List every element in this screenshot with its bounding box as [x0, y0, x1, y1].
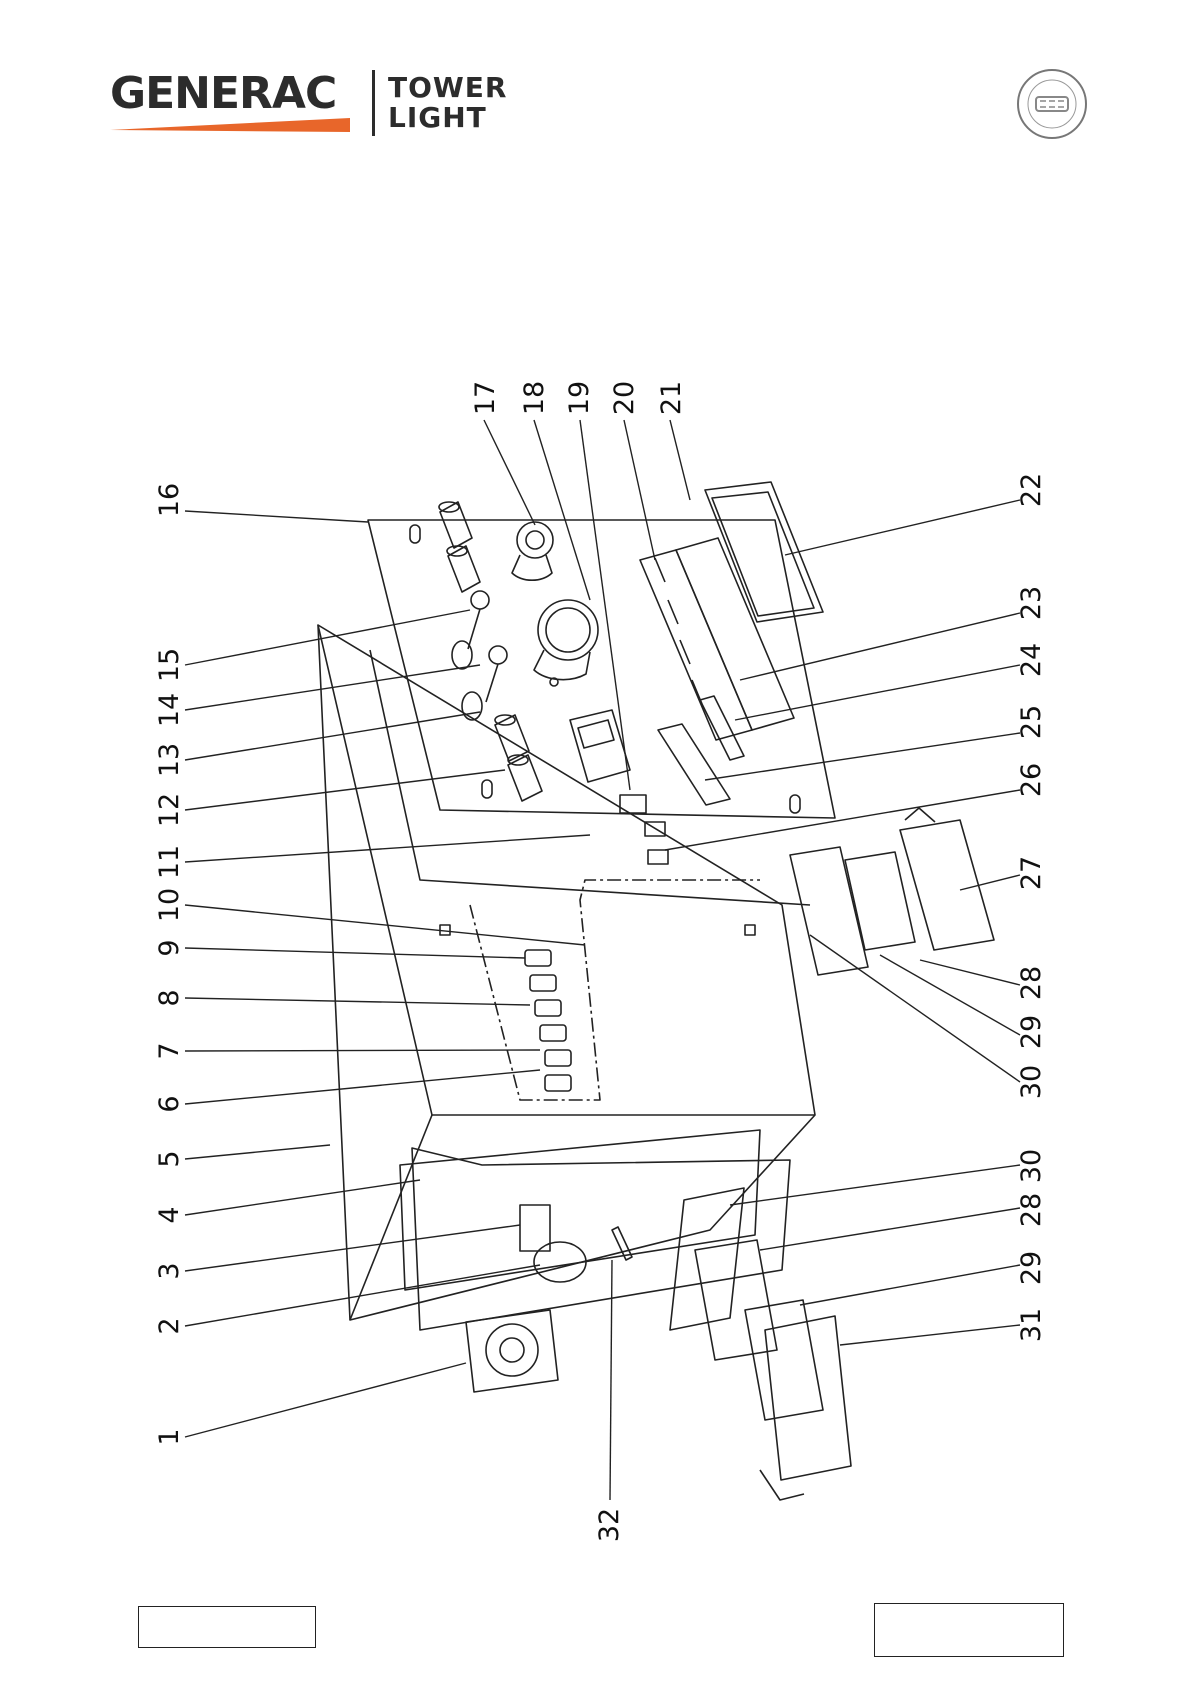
breaker-cover	[705, 482, 823, 622]
power-socket	[466, 1310, 558, 1392]
part-number: 25	[1016, 705, 1047, 739]
part-number: 4	[154, 1206, 185, 1223]
part-number: 31	[1016, 1308, 1047, 1342]
part-number: 20	[609, 381, 640, 415]
key-switch	[512, 522, 553, 580]
part-number: 14	[154, 693, 185, 727]
part-number: 24	[1016, 643, 1047, 677]
part-number: 10	[154, 888, 185, 922]
part-number: 28	[1016, 1193, 1047, 1227]
din-rail	[658, 696, 744, 805]
part-number: 21	[656, 381, 687, 415]
part-number: 29	[1016, 1015, 1047, 1049]
part-number: 3	[154, 1262, 185, 1279]
small-relays	[620, 795, 668, 864]
internal-wiring-outline	[470, 880, 760, 1100]
part-number-labels: 1 2 3 4 5 6 7 8 9 10 11 12 13 14 15 16 1…	[154, 381, 1047, 1542]
part-number: 23	[1016, 586, 1047, 620]
part-number: 5	[154, 1150, 185, 1167]
part-number: 1	[154, 1428, 185, 1445]
part-number: 11	[154, 845, 185, 879]
part-number: 8	[154, 989, 185, 1006]
part-number: 2	[154, 1317, 185, 1334]
part-number: 30	[1016, 1065, 1047, 1099]
part-number: 12	[154, 793, 185, 827]
part-number: 6	[154, 1095, 185, 1112]
part-number: 19	[564, 381, 595, 415]
part-number: 15	[154, 648, 185, 682]
part-number: 30	[1016, 1149, 1047, 1183]
part-number: 9	[154, 939, 185, 956]
part-number: 7	[154, 1042, 185, 1059]
circuit-breakers	[640, 538, 794, 740]
part-number: 13	[154, 743, 185, 777]
part-number: 16	[154, 483, 185, 517]
front-connector-assembly	[670, 1188, 851, 1500]
part-number: 26	[1016, 763, 1047, 797]
side-connector-assembly	[790, 808, 994, 975]
leader-lines	[185, 420, 1020, 1500]
footer-left-box	[138, 1606, 316, 1648]
part-number: 22	[1016, 473, 1047, 507]
part-number: 27	[1016, 856, 1047, 890]
part-number: 28	[1016, 966, 1047, 1000]
part-number: 17	[470, 381, 501, 415]
back-mounting-plate	[368, 520, 835, 818]
part-number: 29	[1016, 1251, 1047, 1285]
part-number: 18	[519, 381, 550, 415]
hour-meter	[534, 600, 598, 686]
footer-right-box	[874, 1603, 1064, 1657]
part-number: 32	[594, 1508, 625, 1542]
terminal-blocks	[525, 950, 571, 1091]
toggle-switches	[452, 591, 507, 720]
